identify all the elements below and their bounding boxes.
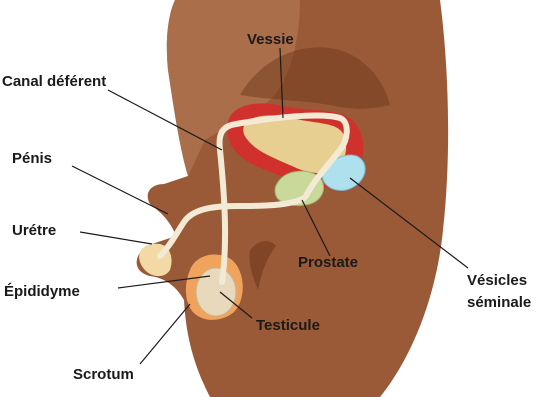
- label-prostate: Prostate: [298, 254, 358, 271]
- leader-uretre: [80, 232, 152, 244]
- testicle: [196, 268, 236, 316]
- label-vesicules-line2: séminale: [467, 294, 531, 311]
- label-uretre: Urétre: [12, 222, 56, 239]
- label-epididyme: Épididyme: [4, 283, 80, 300]
- label-penis: Pénis: [12, 150, 52, 167]
- label-testicule: Testicule: [256, 317, 320, 334]
- label-scrotum: Scrotum: [73, 366, 134, 383]
- label-canal-deferent: Canal déférent: [2, 73, 106, 90]
- leader-scrotum: [140, 304, 190, 364]
- label-vessie: Vessie: [247, 31, 294, 48]
- label-vesicules-line1: Vésicles: [467, 272, 527, 289]
